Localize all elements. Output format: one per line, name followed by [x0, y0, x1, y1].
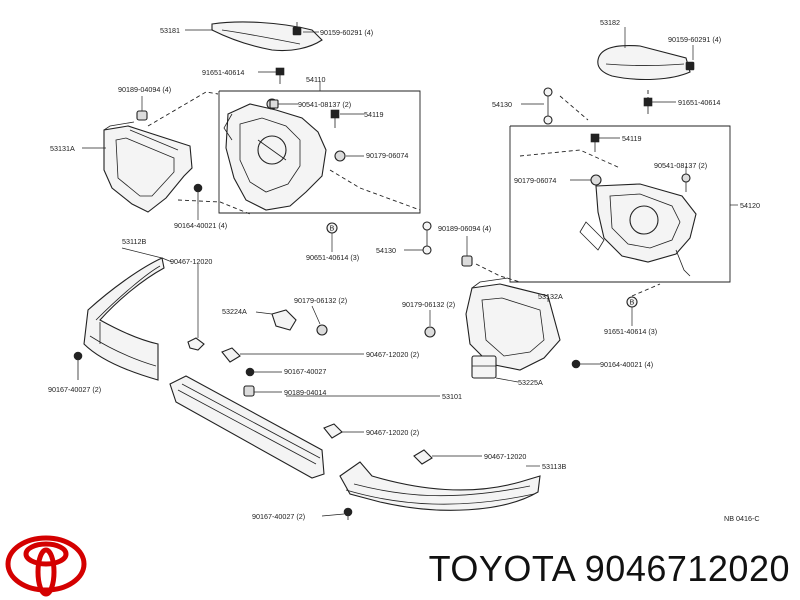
clip-90467-a: [187, 337, 205, 351]
bracket-54110: [223, 98, 327, 211]
label-90179-a: 90179-06074: [366, 151, 408, 160]
frame-54120: [509, 125, 731, 283]
label-90159-right: 90159-60291 (4): [668, 35, 721, 44]
nut-90179-c: [316, 324, 328, 336]
svg-text:B: B: [630, 298, 635, 307]
screw-54119-a: [330, 109, 340, 128]
clip-90467-c: [323, 423, 343, 439]
label-54130-b: 54130: [376, 246, 396, 255]
label-54119-a: 54119: [364, 110, 383, 119]
reference-code: NB 0416-C: [724, 514, 760, 523]
retainer-53225a: [471, 355, 497, 379]
extension-53112b: [83, 257, 165, 381]
label-54119-b: 54119: [622, 134, 641, 143]
nut-90179-d: [424, 326, 436, 338]
screw-90541-b: [681, 173, 691, 192]
screw-91651-a: [275, 67, 285, 84]
bracket-54120: [579, 183, 697, 277]
screw-90167-b: [73, 351, 83, 380]
label-90541-a: 90541-08137 (2): [298, 100, 351, 109]
label-90167-c: 90167-40027 (2): [252, 512, 305, 521]
label-90179-d: 90179-06132 (2): [402, 300, 455, 309]
svg-text:B: B: [330, 224, 335, 233]
clip-90189-a: [136, 110, 148, 121]
label-90167-b: 90167-40027 (2): [48, 385, 101, 394]
label-90167-a: 90167-40027: [284, 367, 326, 376]
label-90467-d: 90467-12020: [484, 452, 526, 461]
label-53132a: 53132A: [538, 292, 563, 301]
label-53101: 53101: [442, 392, 462, 401]
label-53112b: 53112B: [122, 237, 146, 246]
label-90467-b: 90467-12020 (2): [366, 350, 419, 359]
label-91651-b: 91651-40614: [678, 98, 720, 107]
label-53131a: 53131A: [50, 144, 75, 153]
label-90651: 90651-40614 (3): [306, 253, 359, 262]
screw-90541-a: [269, 99, 279, 109]
label-90541-b: 90541-08137 (2): [654, 161, 707, 170]
label-54120: 54120: [740, 201, 760, 210]
label-90179-b: 90179-06074: [514, 176, 556, 185]
screw-90167-c: [343, 507, 353, 520]
bracket-53132a: [465, 277, 561, 371]
screw-90164-a: [193, 183, 203, 204]
label-53182: 53182: [600, 18, 620, 27]
label-53224a: 53224A: [222, 307, 247, 316]
label-91651-a: 91651-40614: [202, 68, 244, 77]
label-90467-a: 90467-12020: [170, 257, 212, 266]
clip-90189-b: [461, 255, 473, 267]
label-90179-c: 90179-06132 (2): [294, 296, 347, 305]
extension-53113b: [339, 461, 541, 511]
label-54130-a: 54130: [492, 100, 512, 109]
clip-90467-d: [413, 449, 433, 465]
clip-90467-b: [221, 347, 241, 363]
part-53182-cover: [597, 44, 691, 80]
label-53181: 53181: [160, 26, 180, 35]
rod-54130-a: [422, 221, 432, 255]
screw-90167-a: [245, 367, 282, 377]
toyota-logo: [5, 535, 87, 597]
screw-91651-b: [643, 97, 653, 114]
brand-part-number: TOYOTA 9046712020: [428, 548, 790, 589]
label-90159-left: 90159-60291 (4): [320, 28, 373, 37]
screw-90159-left: [292, 22, 302, 36]
label-90189-c: 90189-04014: [284, 388, 326, 397]
screw-90159-right: [685, 61, 695, 71]
label-90164-b: 90164-40021 (4): [600, 360, 653, 369]
bracket-53131a: [103, 121, 193, 213]
nut-90179-b: [590, 174, 602, 186]
label-90189-a: 90189-04094 (4): [118, 85, 171, 94]
part-53181-cover: [211, 21, 323, 52]
clip-90189-c: [243, 385, 255, 397]
frame-54110: [218, 90, 421, 214]
washer-90651: B: [326, 222, 338, 234]
label-90467-c: 90467-12020 (2): [366, 428, 419, 437]
label-53113b: 53113B: [542, 462, 566, 471]
label-90189-b: 90189-06094 (4): [438, 224, 491, 233]
label-91651-c: 91651-40614 (3): [604, 327, 657, 336]
screw-90164-b: [571, 359, 600, 369]
washer-91651-c: B: [626, 296, 638, 308]
rod-54130-b: [543, 87, 553, 125]
label-54110: 54110: [306, 75, 325, 84]
retainer-53224a: [271, 309, 297, 331]
label-53225a: 53225A: [518, 378, 543, 387]
screw-54119-b: [590, 133, 600, 152]
label-90164-a: 90164-40021 (4): [174, 221, 227, 230]
nut-90179-a: [334, 150, 346, 162]
reinforcement-53101: [169, 375, 325, 479]
